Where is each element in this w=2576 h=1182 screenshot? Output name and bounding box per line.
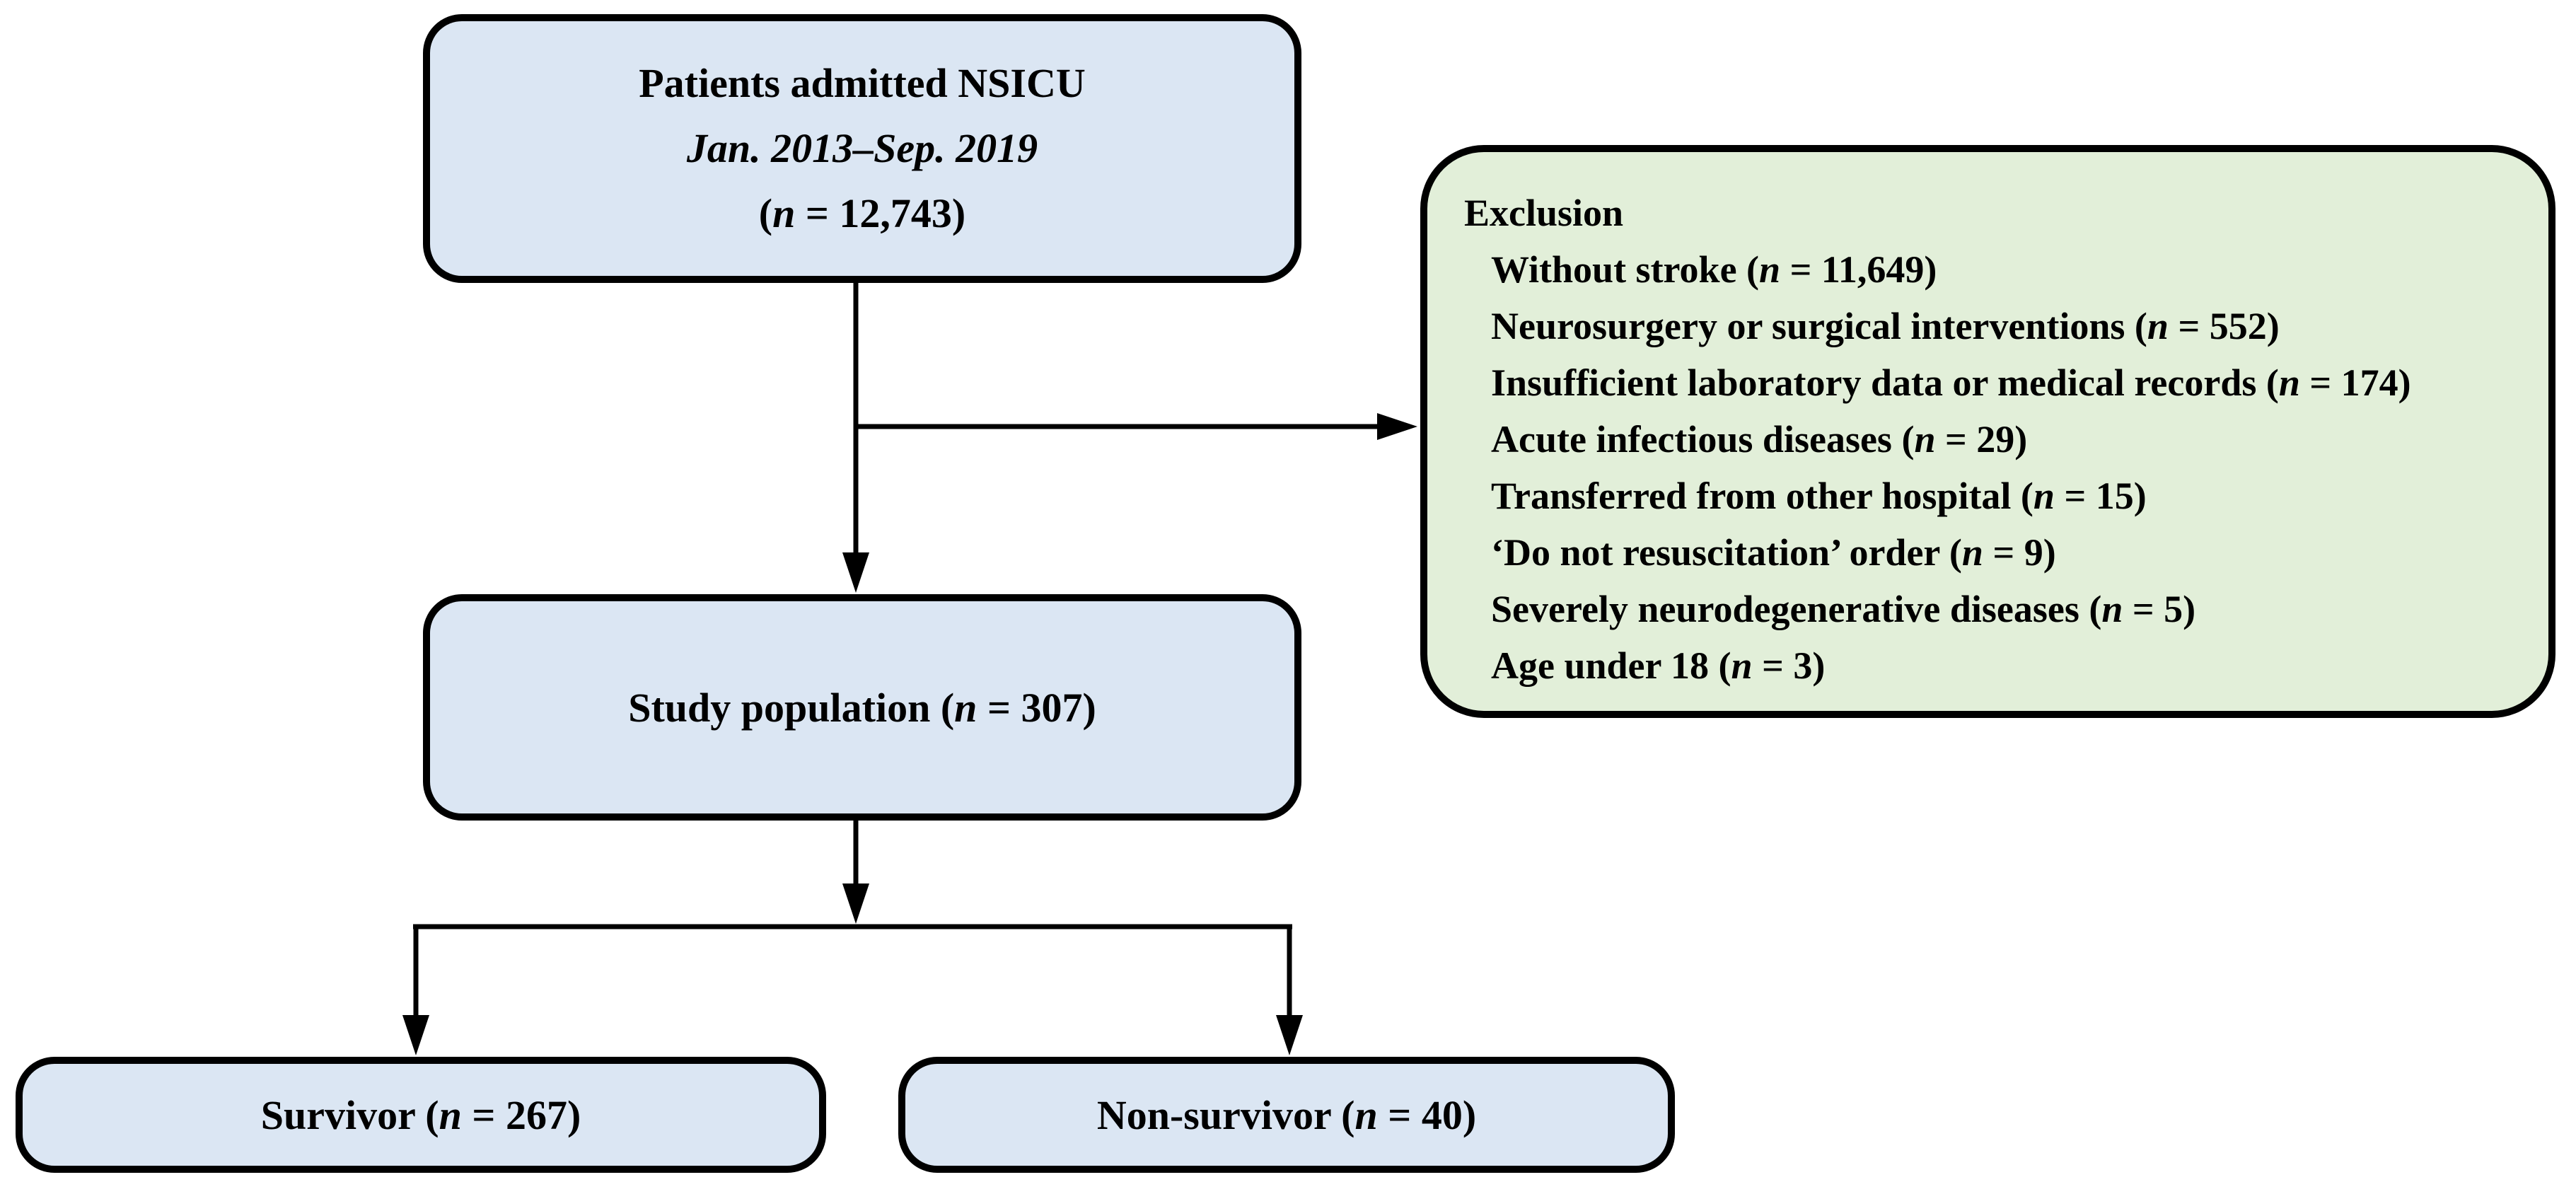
text-segment: Insufficient laboratory data or medical … [1491,361,2279,404]
node-admitted-nsicu: Patients admitted NSICU Jan. 2013–Sep. 2… [423,14,1301,283]
text-segment: n [772,190,796,236]
exclusion-item: Transferred from other hospital (n = 15) [1464,468,2537,524]
exclusion-item: Insufficient laboratory data or medical … [1464,354,2537,411]
connector-lines [402,283,1417,1055]
text-segment: Study population ( [628,684,955,731]
text-segment: n [2147,305,2169,347]
text-segment: n [1731,644,1753,687]
text-segment: = 15) [2054,475,2147,517]
text-segment: = 12,743) [795,190,966,236]
non-survivor-label: Non-survivor (n = 40) [1097,1091,1476,1139]
admitted-count: (n = 12,743) [759,181,965,246]
text-segment: ‘Do not resuscitation’ order ( [1491,531,1962,574]
text-segment: Jan. 2013–Sep. 2019 [686,125,1038,171]
admitted-date-range: Jan. 2013–Sep. 2019 [687,116,1038,181]
text-segment: = 40) [1377,1091,1477,1138]
text-segment: = 9) [1983,531,2056,574]
exclusion-heading: Exclusion [1464,185,2537,241]
exclusion-item: Without stroke (n = 11,649) [1464,241,2537,298]
text-segment: n [1759,248,1781,291]
text-segment: n [439,1091,462,1138]
text-segment: Non-survivor ( [1096,1091,1355,1138]
text-segment: Severely neurodegenerative diseases ( [1491,588,2102,630]
text-segment: Exclusion [1464,192,1624,234]
text-segment: n [1961,531,1983,574]
text-segment: ( [758,190,773,236]
text-segment: n [1914,418,1936,460]
text-segment: Acute infectious diseases ( [1491,418,1915,460]
node-survivor: Survivor (n = 267) [16,1057,826,1173]
text-segment: Neurosurgery or surgical interventions ( [1491,305,2147,347]
text-segment: n [954,684,977,731]
text-segment: = 11,649) [1780,248,1937,291]
exclusion-item: ‘Do not resuscitation’ order (n = 9) [1464,524,2537,581]
text-segment: Patients admitted NSICU [639,60,1086,106]
text-segment: n [1354,1091,1378,1138]
exclusion-item: Age under 18 (n = 3) [1464,637,2537,694]
text-segment: = 29) [1935,418,2028,460]
text-segment: = 552) [2168,305,2280,347]
arrowhead-right-icon [1377,413,1417,440]
arrowhead-down-icon [1276,1015,1303,1055]
node-non-survivor: Non-survivor (n = 40) [898,1057,1675,1173]
study-population-label: Study population (n = 307) [628,684,1096,731]
survivor-label: Survivor (n = 267) [261,1091,581,1139]
node-exclusion: Exclusion Without stroke (n = 11,649) Ne… [1420,145,2555,718]
arrow-admitted-to-study [842,283,869,593]
arrowhead-down-icon [842,552,869,593]
text-segment: n [2033,475,2055,517]
text-segment: n [2101,588,2123,630]
text-segment: Age under 18 ( [1491,644,1731,687]
arrowhead-down-icon [402,1015,429,1055]
text-segment: = 307) [977,684,1096,731]
text-segment: = 3) [1752,644,1826,687]
text-segment: Transferred from other hospital ( [1491,475,2033,517]
text-segment: = 267) [461,1091,581,1138]
text-segment: = 174) [2299,361,2411,404]
exclusion-item: Neurosurgery or surgical interventions (… [1464,298,2537,354]
admitted-title: Patients admitted NSICU [639,51,1086,116]
arrow-split-to-nonsurvivor [1276,927,1303,1055]
text-segment: Without stroke ( [1491,248,1760,291]
arrow-study-to-split [842,821,869,924]
arrow-to-exclusion [856,413,1417,440]
arrow-split-to-survivor [402,927,429,1055]
exclusion-item: Severely neurodegenerative diseases (n =… [1464,581,2537,637]
text-segment: = 5) [2123,588,2196,630]
text-segment: Survivor ( [260,1091,439,1138]
exclusion-item: Acute infectious diseases (n = 29) [1464,411,2537,468]
text-segment: n [2278,361,2300,404]
arrowhead-down-icon [842,883,869,924]
node-study-population: Study population (n = 307) [423,594,1301,821]
